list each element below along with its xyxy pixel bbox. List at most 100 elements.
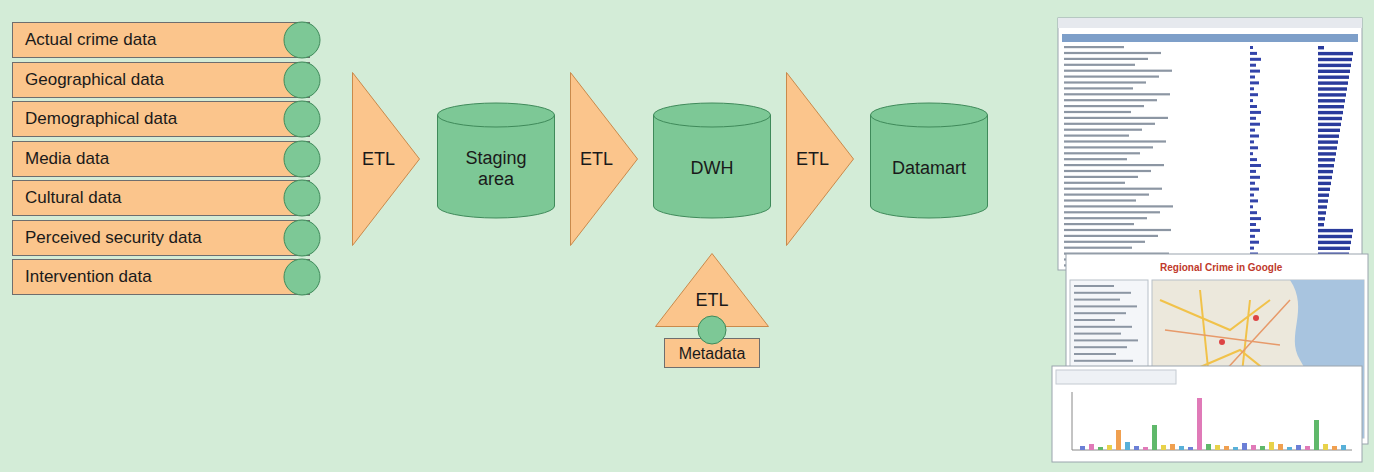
list-text — [1074, 346, 1127, 348]
chart-bar — [1170, 444, 1175, 450]
row-bar — [1250, 81, 1259, 84]
row-bar — [1318, 105, 1344, 108]
row-text — [1064, 158, 1127, 160]
row-bar — [1250, 99, 1253, 102]
row-bar — [1250, 52, 1257, 55]
row-bar — [1318, 140, 1338, 143]
node-label: Media data — [25, 149, 109, 169]
etl-arrow: ETL — [352, 72, 420, 246]
row-text — [1064, 146, 1153, 148]
row-bar — [1250, 46, 1253, 49]
row-bar — [1250, 70, 1260, 73]
row-bar — [1318, 64, 1351, 67]
row-bar — [1318, 146, 1337, 149]
chart-bar — [1125, 442, 1130, 450]
row-bar — [1250, 152, 1253, 155]
row-text — [1064, 223, 1134, 225]
row-bar — [1318, 176, 1332, 179]
row-bar — [1318, 46, 1324, 49]
row-text — [1064, 76, 1159, 78]
chart-bar — [1152, 425, 1157, 450]
source-box: Perceived security data — [12, 220, 310, 256]
node-label: Metadata — [679, 345, 746, 363]
header-bar — [1062, 34, 1358, 42]
row-text — [1064, 81, 1146, 83]
row-bar — [1250, 205, 1253, 208]
list-text — [1074, 285, 1114, 287]
row-bar — [1250, 93, 1258, 96]
row-bar — [1250, 87, 1254, 90]
row-bar — [1250, 247, 1254, 250]
list-text — [1074, 299, 1120, 301]
arrow-outline — [353, 73, 420, 246]
list-text — [1074, 326, 1132, 328]
row-bar — [1318, 170, 1333, 173]
row-bar — [1318, 58, 1352, 61]
source-box: Cultural data — [12, 180, 310, 216]
row-bar — [1250, 217, 1261, 220]
chart-bar — [1287, 447, 1292, 450]
interface-circle — [284, 220, 320, 256]
interface-circle — [284, 22, 320, 58]
row-text — [1064, 194, 1149, 196]
row-bar — [1318, 235, 1352, 238]
row-text — [1064, 241, 1145, 243]
source-box: Geographical data — [12, 62, 310, 98]
node-label: Actual crime data — [25, 30, 156, 50]
row-bar — [1318, 164, 1334, 167]
interface-circle — [284, 180, 320, 216]
node-label: Demographical data — [25, 109, 177, 129]
row-text — [1064, 52, 1161, 54]
chart-bar — [1233, 447, 1238, 450]
cylinder-rim — [654, 115, 771, 127]
box-outline — [13, 260, 310, 295]
chart-bar — [1251, 445, 1256, 450]
chart-bar — [1143, 447, 1148, 450]
chart-bar — [1080, 446, 1085, 450]
list-text — [1074, 353, 1116, 355]
row-bar — [1250, 123, 1260, 126]
source-box: Demographical data — [12, 101, 310, 137]
chart-bar — [1116, 430, 1121, 450]
row-text — [1064, 229, 1171, 231]
row-text — [1064, 111, 1131, 113]
chart-bar — [1089, 444, 1094, 450]
box-outline — [13, 141, 310, 176]
node-label: Cultural data — [25, 188, 121, 208]
chart-axis — [1072, 392, 1073, 450]
arrow-outline — [571, 73, 638, 246]
box-outline — [13, 102, 310, 137]
row-text — [1064, 135, 1129, 137]
row-bar — [1318, 194, 1329, 197]
row-bar — [1250, 146, 1258, 149]
node-label: ETL — [695, 290, 728, 311]
row-bar — [1318, 70, 1350, 73]
row-bar — [1318, 199, 1328, 202]
chart-bar — [1341, 445, 1346, 450]
list-text — [1074, 312, 1126, 314]
chart-bar — [1323, 444, 1328, 450]
database-cylinder: Staging area — [437, 103, 555, 218]
etl-arrow: ETL — [570, 72, 638, 246]
node-label: ETL — [796, 149, 829, 170]
row-bar — [1250, 140, 1254, 143]
row-bar — [1318, 129, 1340, 132]
interface-circle — [284, 141, 320, 177]
cylinder-body — [871, 103, 988, 218]
row-bar — [1250, 188, 1259, 191]
row-text — [1064, 99, 1157, 101]
chart-bar — [1107, 445, 1112, 450]
screenshot-title: Regional Crime in Google — [1160, 262, 1282, 273]
node-label: ETL — [580, 149, 613, 170]
source-box: Metadata — [664, 338, 760, 368]
chart-bar — [1332, 446, 1337, 450]
row-bar — [1318, 205, 1327, 208]
chart-bar — [1134, 446, 1139, 450]
row-bar — [1250, 229, 1260, 232]
row-text — [1064, 140, 1166, 142]
row-text — [1064, 199, 1136, 201]
node-label: DWH — [691, 158, 734, 179]
row-bar — [1318, 135, 1339, 138]
row-text — [1064, 129, 1142, 131]
